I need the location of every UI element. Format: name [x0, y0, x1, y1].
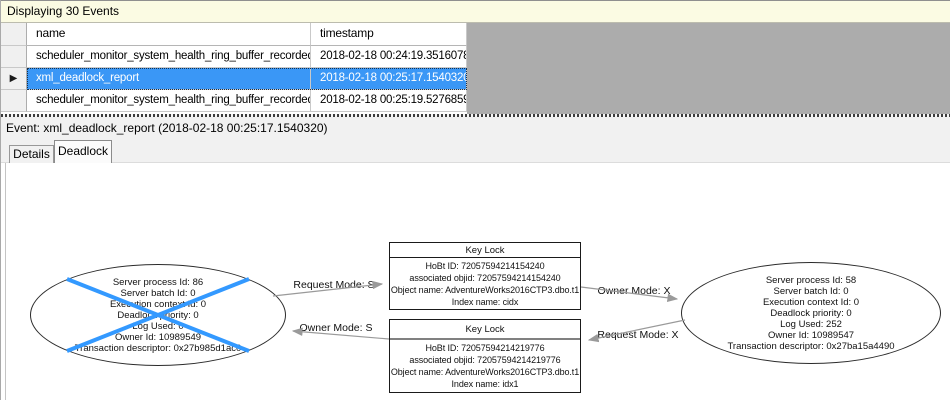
resource-node-keylock-idx1[interactable]: Key Lock HoBt ID: 72057594214219776 asso… — [389, 319, 581, 393]
process-attr: Server batch Id: 0 — [773, 285, 849, 297]
row-selector-cell[interactable] — [1, 90, 27, 112]
events-grid-zone: name timestamp scheduler_monitor_system_… — [1, 23, 950, 114]
events-grid: name timestamp scheduler_monitor_system_… — [1, 23, 467, 112]
table-row[interactable]: scheduler_monitor_system_health_ring_buf… — [1, 46, 467, 68]
table-row[interactable]: scheduler_monitor_system_health_ring_buf… — [1, 90, 467, 112]
resource-attr: associated objid: 72057594214154240 — [409, 273, 561, 283]
cell-name[interactable]: xml_deadlock_report — [27, 68, 311, 90]
column-header-name[interactable]: name — [27, 23, 311, 46]
edge-label-owner-mode-x: Owner Mode: X — [597, 285, 671, 297]
process-attr: Server batch Id: 0 — [120, 287, 196, 299]
resource-attr: HoBt ID: 72057594214154240 — [425, 261, 545, 271]
selected-event-bar: Event: xml_deadlock_report (2018-02-18 0… — [1, 117, 950, 140]
grid-splitter[interactable] — [1, 114, 950, 117]
events-count-bar: Displaying 30 Events — [1, 0, 950, 23]
grid-corner-cell[interactable] — [1, 23, 27, 46]
cell-timestamp[interactable]: 2018-02-18 00:24:19.3516078 — [311, 46, 467, 68]
cell-timestamp[interactable]: 2018-02-18 00:25:17.1540320 — [311, 68, 467, 90]
edge-label-request-mode-s: Request Mode: S — [293, 279, 375, 291]
edge-label-owner-mode-s: Owner Mode: S — [299, 322, 373, 334]
row-selector-cell[interactable] — [1, 46, 27, 68]
process-attr: Log Used: 252 — [780, 318, 842, 330]
column-header-timestamp[interactable]: timestamp — [311, 23, 467, 46]
resource-attr: Index name: cidx — [451, 297, 519, 307]
row-selector-cell[interactable]: ▶ — [1, 68, 27, 90]
grid-empty-area — [467, 23, 950, 114]
tab-details[interactable]: Details — [9, 145, 54, 163]
cell-name[interactable]: scheduler_monitor_system_health_ring_buf… — [27, 46, 311, 68]
resource-attr: HoBt ID: 72057594214219776 — [425, 343, 545, 353]
process-attr: Owner Id: 10989547 — [767, 329, 855, 341]
process-attr: Deadlock priority: 0 — [117, 309, 199, 321]
resource-attr: Object name: AdventureWorks2016CTP3.dbo.… — [390, 367, 580, 377]
resource-attr: Object name: AdventureWorks2016CTP3.dbo.… — [390, 285, 580, 295]
resource-attr: associated objid: 72057594214219776 — [409, 355, 561, 365]
table-row-selected[interactable]: ▶ xml_deadlock_report 2018-02-18 00:25:1… — [1, 68, 467, 90]
process-attr: Transaction descriptor: 0x27b985d1ac0 — [74, 342, 242, 354]
process-node-victim[interactable]: Server process Id: 86 Server batch Id: 0… — [30, 264, 286, 366]
cell-name[interactable]: scheduler_monitor_system_health_ring_buf… — [27, 90, 311, 112]
detail-tabstrip: Details Deadlock — [1, 140, 950, 163]
process-node[interactable]: Server process Id: 58 Server batch Id: 0… — [681, 262, 941, 364]
process-attr: Server process Id: 58 — [765, 274, 857, 286]
process-attr: Transaction descriptor: 0x27ba15a4490 — [727, 340, 895, 352]
process-attr: Server process Id: 86 — [112, 276, 204, 288]
current-row-indicator-icon: ▶ — [9, 72, 18, 84]
edge-label-request-mode-x: Request Mode: X — [597, 329, 679, 341]
grid-header-row: name timestamp — [1, 23, 467, 46]
cell-timestamp[interactable]: 2018-02-18 00:25:19.5276859 — [311, 90, 467, 112]
resource-title: Key Lock — [390, 243, 580, 258]
tab-deadlock[interactable]: Deadlock — [54, 140, 112, 163]
process-attr: Execution context Id: 0 — [109, 298, 207, 310]
resource-attr: Index name: idx1 — [451, 379, 519, 389]
resource-node-keylock-cidx[interactable]: Key Lock HoBt ID: 72057594214154240 asso… — [389, 242, 581, 310]
process-attr: Execution context Id: 0 — [762, 296, 860, 308]
resource-title: Key Lock — [390, 320, 580, 340]
process-attr: Log Used: 0 — [132, 320, 184, 332]
process-attr: Deadlock priority: 0 — [770, 307, 852, 319]
process-attr: Owner Id: 10989549 — [114, 331, 202, 343]
